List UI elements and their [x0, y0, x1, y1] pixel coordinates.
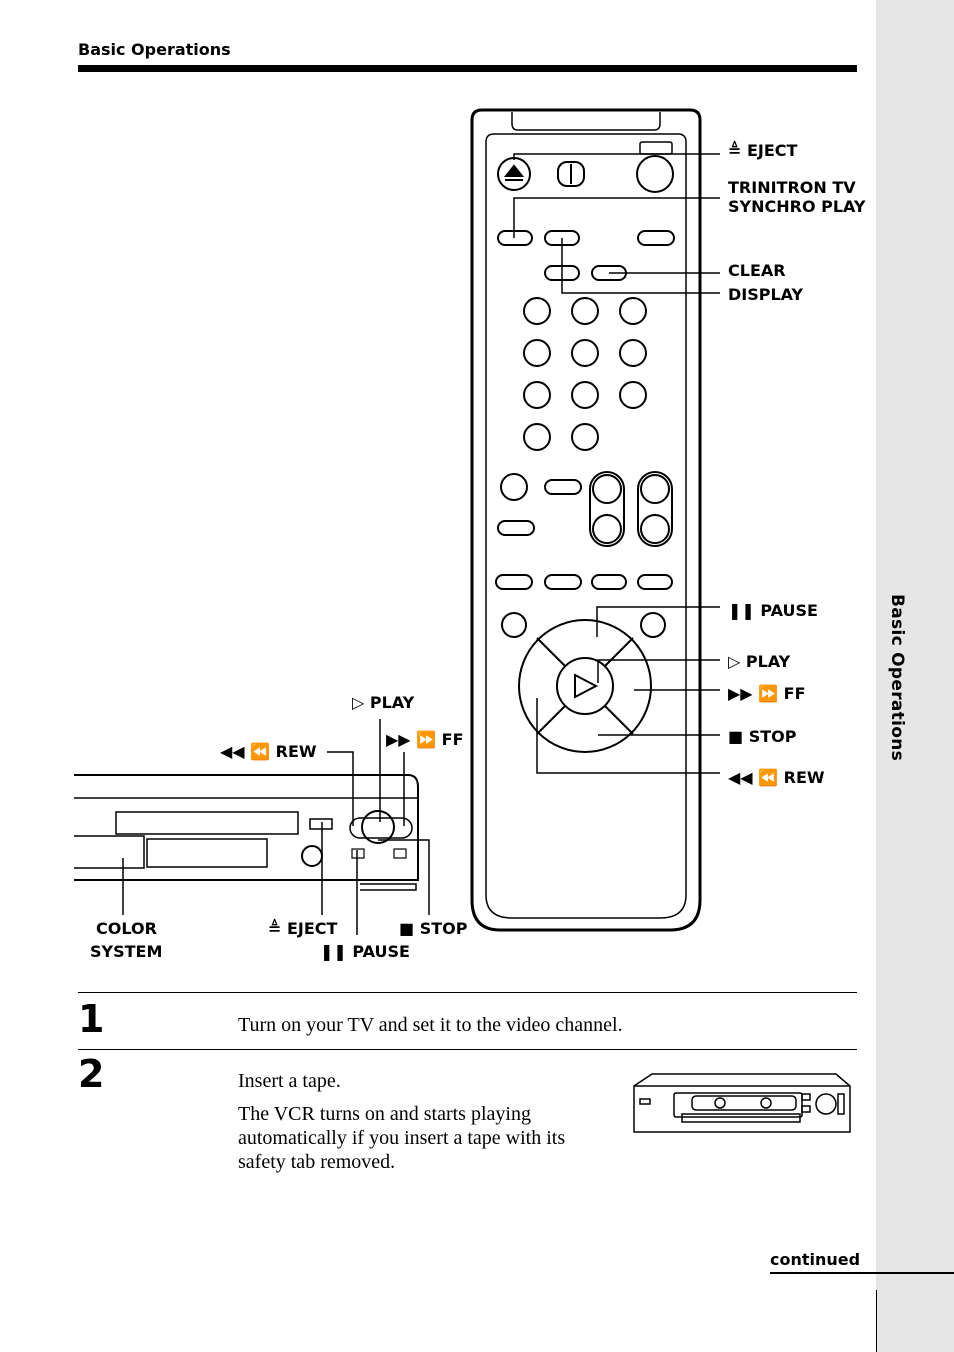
step-2-detail-line: safety tab removed.: [238, 1151, 396, 1173]
sidebar-tab: [876, 0, 954, 1352]
vcr-stop-label: ■ STOP: [399, 919, 468, 938]
remote-pause-label: ❚❚ PAUSE: [728, 601, 818, 620]
step-2-detail-line: automatically if you insert a tape with …: [238, 1127, 566, 1149]
vcr-tape-insert-illustration: [633, 1073, 851, 1133]
remote-synchro-label-2: SYNCHRO PLAY: [728, 197, 866, 216]
continued-rule: [770, 1272, 954, 1274]
remote-clear-label: CLEAR: [728, 261, 786, 280]
step-2-rule: [78, 1049, 857, 1050]
remote-display-label: DISPLAY: [728, 285, 804, 304]
vcr-play-label: ▷ PLAY: [352, 693, 415, 712]
step-2-number: 2: [78, 1052, 105, 1096]
header-rule: [78, 65, 857, 72]
continued-label: continued: [770, 1250, 861, 1269]
step-1-rule: [78, 992, 857, 993]
step-2-text: Insert a tape.: [238, 1070, 341, 1092]
remote-eject-label: ≜ EJECT: [728, 140, 798, 160]
step-1-text: Turn on your TV and set it to the video …: [238, 1014, 623, 1036]
vcr-color-system-label-2: SYSTEM: [90, 942, 162, 961]
step-2-detail: The VCR turns on and starts playing auto…: [238, 1102, 618, 1174]
vcr-color-system-label-1: COLOR: [96, 919, 157, 938]
sidebar-section-label: Basic Operations: [887, 594, 907, 762]
corner-rule: [876, 1290, 877, 1352]
vcr-pause-label: ❚❚ PAUSE: [320, 942, 410, 961]
remote-ff-label: ▶▶ ⏩ FF: [728, 684, 806, 703]
remote-play-label: ▷ PLAY: [728, 652, 791, 671]
remote-synchro-label-1: TRINITRON TV: [728, 178, 856, 197]
vcr-ff-label: ▶▶ ⏩ FF: [386, 730, 464, 749]
step-2-detail-line: The VCR turns on and starts playing: [238, 1103, 531, 1125]
remote-rew-label: ◀◀ ⏪ REW: [728, 768, 825, 787]
step-1-number: 1: [78, 997, 105, 1041]
remote-stop-label: ■ STOP: [728, 727, 797, 746]
vcr-rew-label: ◀◀ ⏪ REW: [220, 742, 317, 761]
page-section-title: Basic Operations: [78, 40, 231, 59]
vcr-eject-label: ≜ EJECT: [268, 918, 338, 938]
vcr-remote-figure: ≜ EJECT TRINITRON TV SYNCHRO PLAY CLEAR …: [74, 108, 866, 961]
